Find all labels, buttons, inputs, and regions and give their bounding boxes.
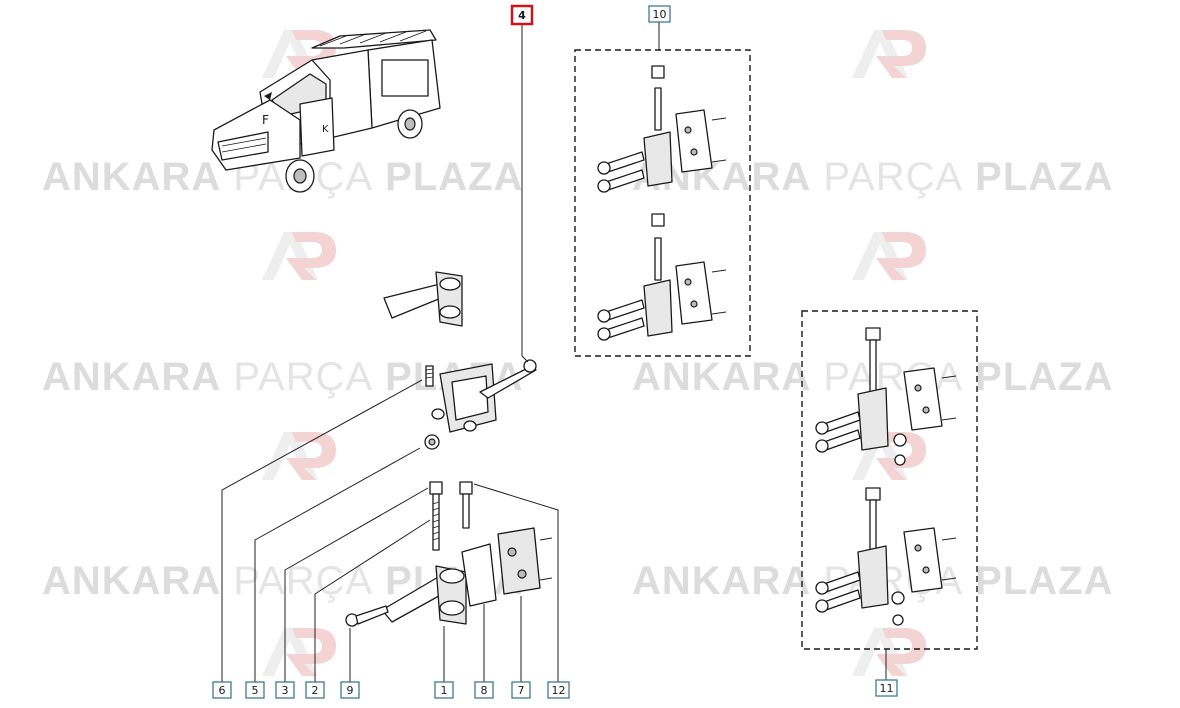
svg-text:10: 10	[653, 8, 667, 21]
svg-text:12: 12	[552, 684, 566, 697]
callout-3[interactable]: 3	[275, 681, 295, 699]
callout-12[interactable]: 12	[547, 681, 570, 699]
kit-box-10	[574, 49, 751, 357]
svg-text:6: 6	[219, 684, 226, 697]
svg-text:K: K	[322, 124, 329, 135]
callout-5[interactable]: 5	[245, 681, 265, 699]
lower-hinge-assembly	[345, 481, 553, 627]
svg-text:2: 2	[312, 684, 319, 697]
callout-4[interactable]: 4	[510, 4, 534, 26]
upper-hinge-bracket	[383, 271, 463, 327]
callout-11[interactable]: 11	[875, 679, 898, 697]
callout-6[interactable]: 6	[212, 681, 232, 699]
svg-text:3: 3	[282, 684, 289, 697]
callout-1[interactable]: 1	[434, 681, 454, 699]
svg-text:4: 4	[518, 9, 526, 22]
leader-lines	[221, 22, 887, 682]
svg-text:F: F	[262, 113, 269, 127]
callout-9[interactable]: 9	[340, 681, 360, 699]
svg-text:9: 9	[347, 684, 354, 697]
callout-10[interactable]: 10	[648, 5, 671, 23]
callout-7[interactable]: 7	[511, 681, 531, 699]
svg-text:1: 1	[441, 684, 448, 697]
door-check-strap	[424, 359, 537, 450]
svg-text:7: 7	[518, 684, 525, 697]
callout-8[interactable]: 8	[474, 681, 494, 699]
van-illustration-icon: F K	[211, 29, 441, 193]
svg-text:8: 8	[481, 684, 488, 697]
svg-text:5: 5	[252, 684, 259, 697]
svg-text:11: 11	[880, 682, 894, 695]
kit-box-11	[801, 310, 978, 650]
callout-2[interactable]: 2	[305, 681, 325, 699]
